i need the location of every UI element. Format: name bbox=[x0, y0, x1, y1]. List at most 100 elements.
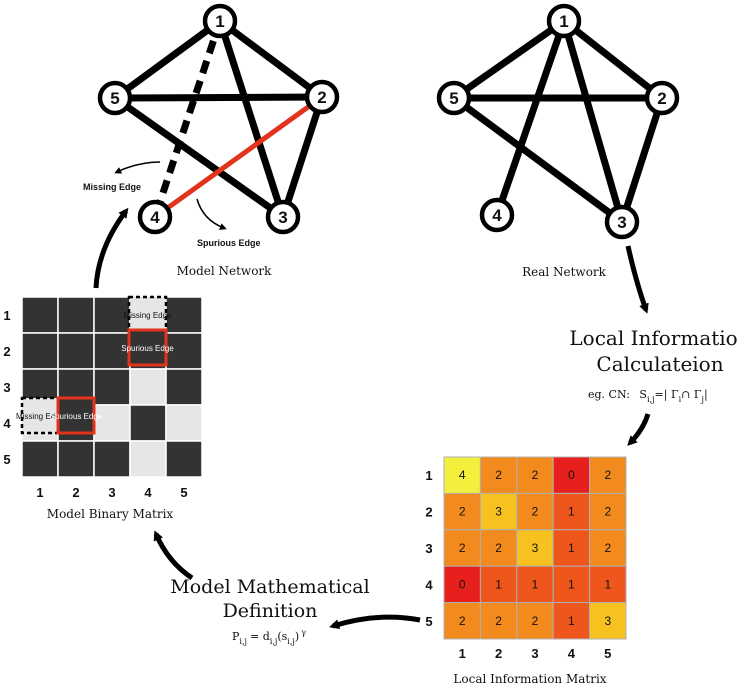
binary-cell-2-2 bbox=[57, 332, 95, 370]
missing-edge-box-top bbox=[127, 295, 168, 333]
spurious-edge-4-2 bbox=[153, 94, 324, 220]
info-cell-value-4-3: 1 bbox=[532, 577, 539, 591]
info-cell-2-1 bbox=[443, 492, 481, 531]
arrow-matrix-to-definition bbox=[329, 614, 421, 629]
info-cell-value-1-4: 0 bbox=[568, 468, 575, 482]
binary-row-label-5: 5 bbox=[3, 452, 10, 467]
info-cell-value-3-1: 2 bbox=[459, 541, 466, 555]
binary-cell-1-1 bbox=[21, 296, 59, 334]
info-cell-value-2-2: 3 bbox=[495, 505, 502, 519]
info-cell-value-5-3: 2 bbox=[532, 614, 539, 628]
real-network: 1 2 3 4 5 Real Network bbox=[436, 3, 680, 279]
real-edge-1-4 bbox=[493, 19, 568, 217]
missing-edge-box-top-label: Missing Edge bbox=[123, 311, 172, 320]
info-cell-5-1 bbox=[443, 602, 481, 640]
binary-matrix-title: Model Binary Matrix bbox=[47, 507, 174, 521]
edge-5-3 bbox=[112, 95, 286, 220]
binary-cell-1-3 bbox=[93, 296, 131, 334]
real-edge-5-3 bbox=[451, 95, 625, 225]
info-cell-value-1-2: 2 bbox=[495, 468, 502, 482]
info-row-label-2: 2 bbox=[425, 505, 432, 520]
real-node-3: 3 bbox=[604, 204, 640, 240]
info-cell-3-1 bbox=[443, 529, 481, 567]
info-cell-1-3 bbox=[516, 456, 554, 494]
info-cell-value-1-5: 2 bbox=[604, 468, 611, 482]
info-cell-1-4 bbox=[552, 456, 591, 494]
svg-text:4: 4 bbox=[150, 208, 160, 227]
info-cell-value-2-4: 1 bbox=[568, 505, 575, 519]
info-cell-value-3-5: 2 bbox=[604, 541, 611, 555]
missing-edge-box-left-label: Missing Edge bbox=[16, 412, 65, 421]
info-cell-value-3-3: 3 bbox=[532, 541, 539, 555]
arrow-binary-to-model bbox=[93, 207, 129, 289]
info-matrix-title: Local Information Matrix bbox=[453, 672, 606, 686]
binary-matrix-cells bbox=[21, 296, 203, 478]
svg-text:3: 3 bbox=[278, 208, 287, 227]
model-definition-title-line2: Definition bbox=[223, 600, 318, 622]
edge-1-2 bbox=[217, 18, 325, 100]
real-edge-2-3 bbox=[618, 96, 666, 224]
real-network-title: Real Network bbox=[522, 265, 607, 279]
info-cell-3-3 bbox=[516, 529, 554, 567]
info-col-label-4: 4 bbox=[568, 646, 576, 661]
model-definition-block: Model Mathematical Definition Pi,j= di,j… bbox=[170, 576, 369, 646]
info-cell-value-4-2: 1 bbox=[495, 577, 502, 591]
info-col-label-2: 2 bbox=[495, 646, 502, 661]
info-cell-4-3 bbox=[516, 565, 554, 604]
svg-text:3: 3 bbox=[617, 213, 626, 232]
model-node-5: 5 bbox=[97, 80, 133, 116]
missing-edge-label: Missing Edge bbox=[83, 182, 141, 192]
svg-text:2: 2 bbox=[657, 89, 666, 108]
model-definition-formula: Pi,j= di,j(si,j)γ bbox=[232, 628, 306, 646]
info-col-label-1: 1 bbox=[459, 646, 466, 661]
spurious-edge-box-top-label: Spurious Edge bbox=[121, 344, 174, 353]
spurious-edge-box-left-label: Spurious Edge bbox=[50, 412, 103, 421]
info-cell-value-4-1: 0 bbox=[459, 577, 466, 591]
info-row-label-4: 4 bbox=[425, 577, 433, 592]
binary-cell-3-5 bbox=[165, 368, 203, 406]
model-node-3: 3 bbox=[265, 199, 301, 235]
binary-cell-3-3 bbox=[93, 368, 131, 406]
info-cell-value-2-5: 2 bbox=[604, 505, 611, 519]
binary-cell-5-3 bbox=[93, 440, 131, 478]
real-node-2: 2 bbox=[644, 80, 680, 116]
arrow-real-to-local-info bbox=[625, 245, 649, 314]
binary-cell-4-5 bbox=[165, 404, 203, 442]
real-node-1: 1 bbox=[546, 3, 582, 39]
spurious-edge-label: Spurious Edge bbox=[197, 238, 261, 248]
info-cell-5-3 bbox=[516, 602, 554, 640]
edge-1-5 bbox=[112, 18, 223, 101]
info-cell-3-2 bbox=[479, 529, 518, 567]
missing-edge-1-4 bbox=[151, 19, 224, 219]
info-cell-5-2 bbox=[479, 602, 518, 640]
info-col-label-5: 5 bbox=[604, 646, 611, 661]
local-info-block: Local Information Calculateion eg. CN: S… bbox=[569, 326, 737, 404]
binary-cell-5-4 bbox=[129, 440, 167, 478]
info-cell-value-1-1: 4 bbox=[459, 468, 466, 482]
arrow-local-info-to-matrix bbox=[627, 413, 651, 446]
edge-1-3 bbox=[216, 19, 287, 219]
arrow-definition-to-binary bbox=[153, 530, 194, 581]
edge-5-2 bbox=[114, 93, 323, 102]
binary-row-label-3: 3 bbox=[3, 380, 10, 395]
binary-cell-5-2 bbox=[57, 440, 95, 478]
binary-col-label-4: 4 bbox=[144, 485, 152, 500]
svg-text:5: 5 bbox=[449, 89, 458, 108]
binary-col-label-1: 1 bbox=[36, 485, 43, 500]
info-cell-2-3 bbox=[516, 492, 554, 531]
binary-cell-4-3 bbox=[93, 404, 131, 442]
info-cell-value-3-2: 2 bbox=[495, 541, 502, 555]
real-node-4: 4 bbox=[479, 197, 515, 233]
svg-text:1: 1 bbox=[559, 12, 568, 31]
local-info-formula: eg. CN: Si,j=| Γi∩ Γj| bbox=[588, 388, 708, 404]
info-row-label-5: 5 bbox=[425, 614, 432, 629]
local-info-title-line1: Local Information bbox=[569, 326, 737, 350]
info-row-label-3: 3 bbox=[425, 541, 432, 556]
binary-cell-4-4 bbox=[129, 404, 167, 442]
